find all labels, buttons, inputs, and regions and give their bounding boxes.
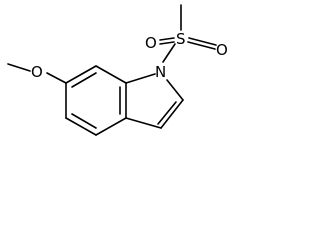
bond-s-o-left-b [159, 41, 175, 45]
molecule-structure: O N S O O [7, 4, 228, 136]
atom-sulfur: S [176, 30, 186, 48]
bond-c3a-c4 [95, 117, 127, 136]
atom-oxygen-sulfonyl-right: O [216, 41, 228, 59]
molecule-canvas: O N S O O [0, 0, 240, 156]
bond-s-o-right-a [188, 37, 217, 46]
bond-c6-c7 [65, 65, 97, 84]
bond-s-o-left-a [159, 37, 175, 41]
atom-nitrogen: N [155, 63, 166, 81]
bond-n1-c2 [166, 79, 184, 101]
bond-c2-c3-inner [157, 101, 177, 125]
bond-c4-c5 [65, 117, 97, 136]
bond-methoxy-methyl [7, 63, 31, 72]
bond-n1-s [162, 43, 176, 63]
bond-methoxy-ring [46, 72, 67, 84]
atom-oxygen-sulfonyl-left: O [145, 34, 157, 52]
bond-c7-c7a [95, 65, 127, 84]
bond-c3-c3a [125, 117, 162, 129]
bond-s-o-right-b [187, 41, 216, 50]
bond-c6-c7-inner [71, 72, 97, 88]
bond-c4-c5-inner [71, 113, 97, 129]
atom-oxygen-methoxy: O [31, 63, 43, 81]
bond-c2-c3 [160, 99, 184, 129]
bond-c7a-n1 [125, 73, 156, 84]
